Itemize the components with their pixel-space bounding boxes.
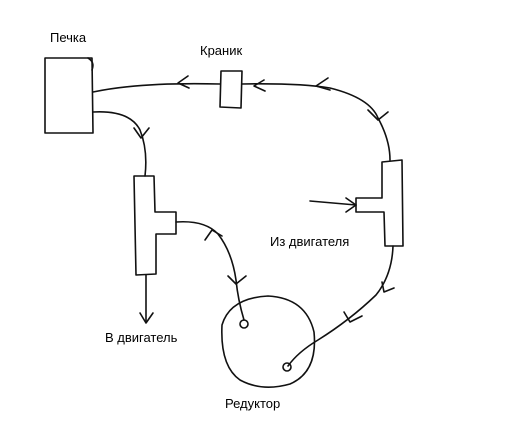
right-tee-body [355,159,404,247]
flow-arrow-8 [133,127,150,139]
pipe-from-engine-inlet [309,200,357,206]
reducer-port-right [282,362,292,372]
flow-arrow-3 [315,77,331,91]
label-to-engine: В двигатель [105,330,178,345]
flow-arrow-1 [177,75,190,89]
flow-arrow-2 [253,79,266,92]
left-tee-body [133,175,177,276]
pipe-right-to-reducer [287,245,394,367]
flow-arrow-7 [343,311,363,323]
flow-arrow-10 [227,275,247,285]
pipe-stove-to-valve [92,82,221,93]
flow-arrow-9 [204,229,223,241]
stove-box [44,57,94,134]
flow-arrow-4 [367,109,389,121]
flow-arrow-11 [139,312,154,324]
pipe-left-tee-to-reducer [175,220,245,321]
pipe-valve-to-right [241,83,391,161]
reducer-port-left [239,319,249,329]
label-from-engine: Из двигателя [270,234,350,249]
label-stove: Печка [50,30,87,45]
stove-corner-mark [87,57,94,71]
flow-arrow-5 [345,197,357,213]
flow-arrow-6 [381,281,395,293]
reducer-body [221,295,316,388]
valve-body [219,70,243,109]
label-valve: Краник [200,43,243,58]
label-reducer: Редуктор [225,396,281,411]
pipe-stove-to-left-tee [92,111,147,177]
